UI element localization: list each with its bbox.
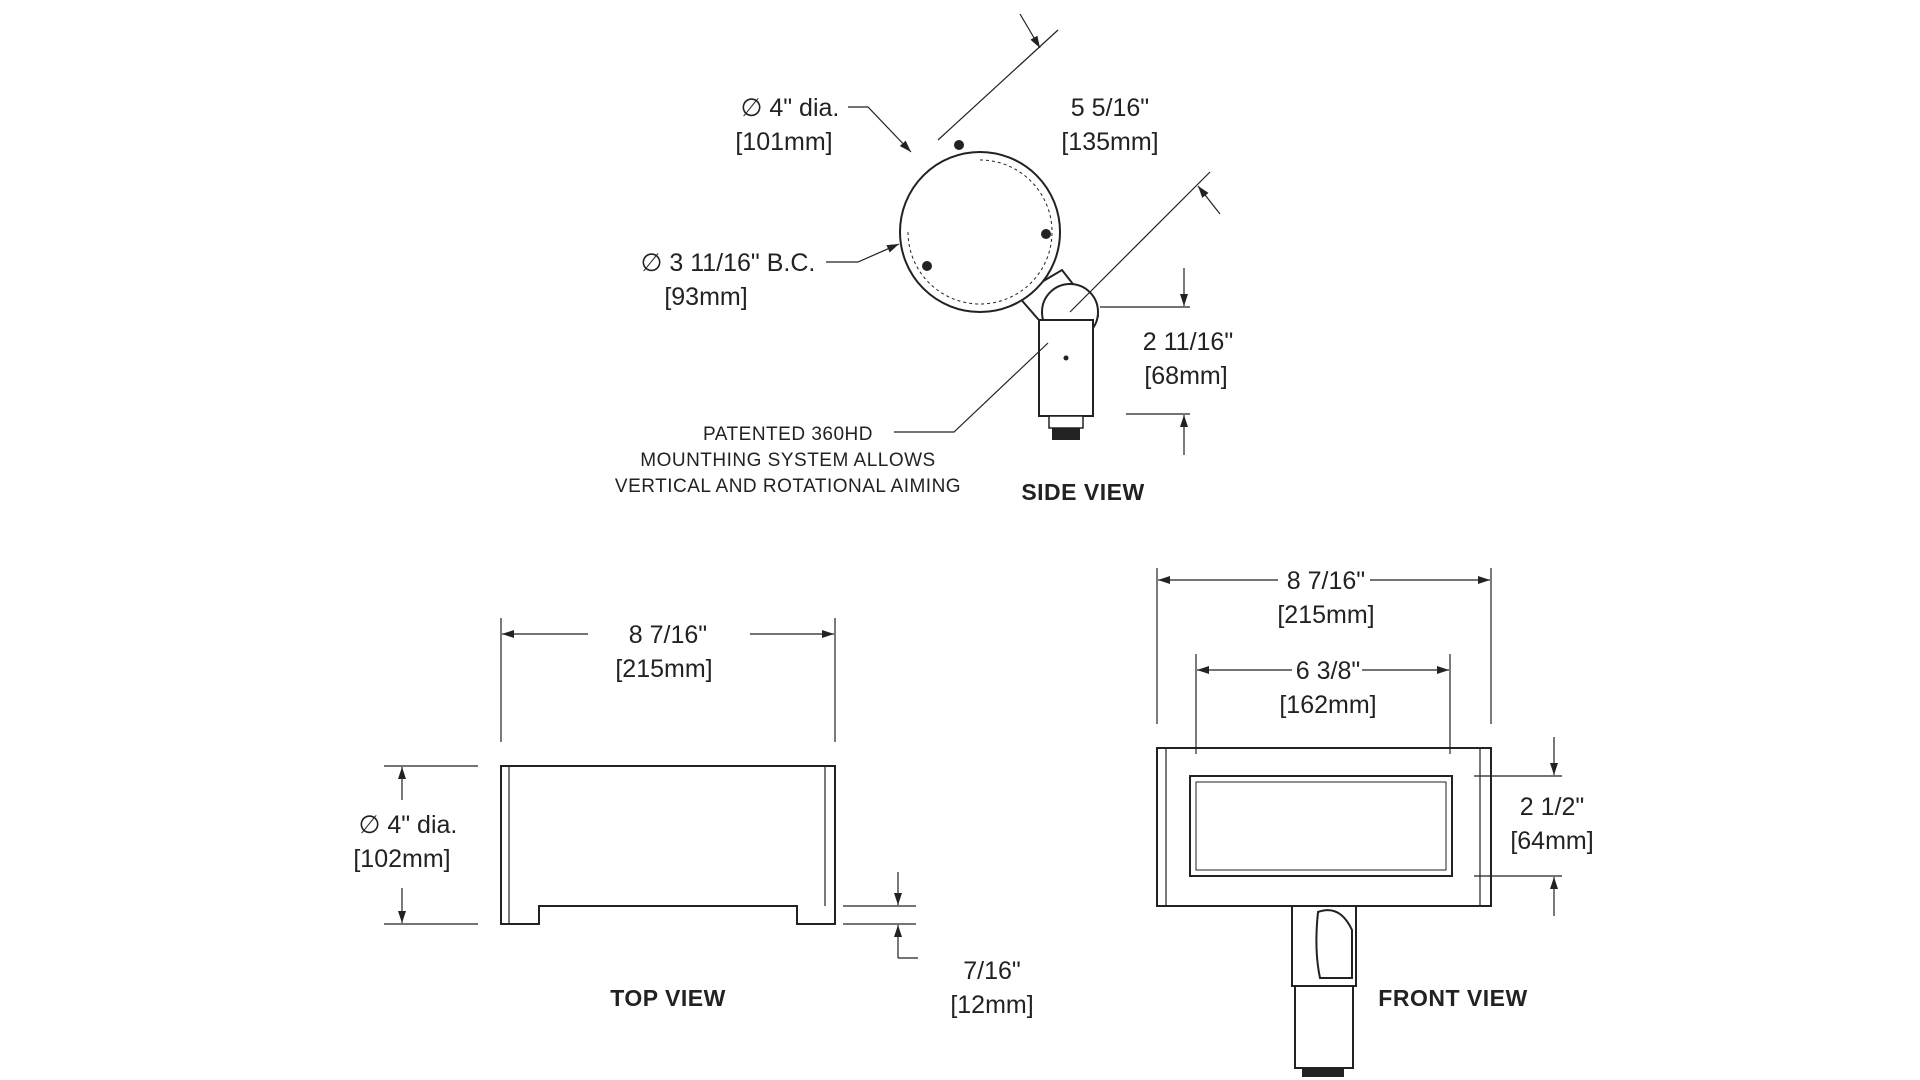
side-dia-leader — [848, 106, 912, 153]
front-mount-lower — [1294, 985, 1354, 1069]
side-bc-leader — [826, 243, 900, 263]
top-notch-text-1: 7/16" — [963, 957, 1021, 985]
side-nut — [1048, 415, 1084, 429]
front-width-text-2: [215mm] — [1277, 601, 1374, 629]
side-nut-base — [1052, 428, 1080, 440]
front-knuckle — [1315, 909, 1353, 979]
side-bc-text-2: [93mm] — [664, 283, 747, 311]
front-lens-inner — [1195, 781, 1447, 871]
side-diag-dim-a — [1019, 13, 1041, 49]
front-lens-height-text-1: 2 1/2" — [1520, 793, 1584, 821]
top-view-title: TOP VIEW — [610, 985, 726, 1011]
front-lens-width-text-1: 6 3/8" — [1296, 657, 1360, 685]
top-body — [500, 765, 836, 925]
side-bolt-hole — [954, 140, 964, 150]
side-note-line-2: MOUNTHING SYSTEM ALLOWS — [640, 450, 935, 471]
front-lens-width-text-2: [162mm] — [1279, 691, 1376, 719]
top-notch-text-2: [12mm] — [950, 991, 1033, 1019]
side-dia-text-1: ∅ 4" dia. — [741, 94, 840, 122]
top-dia-text-1: ∅ 4" dia. — [359, 811, 458, 839]
side-base-hole — [1063, 355, 1069, 361]
top-dia-text-2: [102mm] — [353, 845, 450, 873]
side-view-title: SIDE VIEW — [1021, 479, 1144, 505]
front-view: 8 7/16" [215mm] 6 3/8" [162mm] 2 1/2" [6… — [1156, 567, 1594, 1077]
side-diag-ext-2 — [1069, 171, 1211, 313]
side-diag-text-1: 5 5/16" — [1071, 94, 1149, 122]
top-view: 8 7/16" [215mm] ∅ 4" dia. [102mm] 7/16" … — [353, 618, 1034, 1019]
side-bc-text-1: ∅ 3 11/16" B.C. — [641, 249, 816, 277]
side-base — [1038, 319, 1094, 417]
front-nut — [1302, 1067, 1344, 1077]
side-head — [899, 151, 1061, 313]
side-height-text-1: 2 11/16" — [1143, 328, 1233, 356]
side-bolt-circle — [907, 159, 1053, 305]
top-width-text-2: [215mm] — [615, 655, 712, 683]
side-diag-dim-b — [1197, 185, 1221, 215]
side-bolt-hole — [922, 261, 932, 271]
front-lens-height-text-2: [64mm] — [1510, 827, 1593, 855]
side-view: ∅ 4" dia. [101mm] ∅ 3 11/16" B.C. [93mm]… — [615, 13, 1233, 505]
side-dia-text-2: [101mm] — [735, 128, 832, 156]
front-view-title: FRONT VIEW — [1378, 985, 1527, 1011]
front-width-text-1: 8 7/16" — [1287, 567, 1365, 595]
side-bolt-hole — [1041, 229, 1051, 239]
side-diag-ext-1 — [937, 29, 1059, 141]
side-note-leader — [894, 342, 1049, 433]
side-note-line-3: VERTICAL AND ROTATIONAL AIMING — [615, 476, 961, 497]
side-diag-text-2: [135mm] — [1061, 128, 1158, 156]
side-note-line-1: PATENTED 360HD — [703, 424, 873, 445]
side-height-text-2: [68mm] — [1144, 362, 1227, 390]
top-width-text-1: 8 7/16" — [629, 621, 707, 649]
